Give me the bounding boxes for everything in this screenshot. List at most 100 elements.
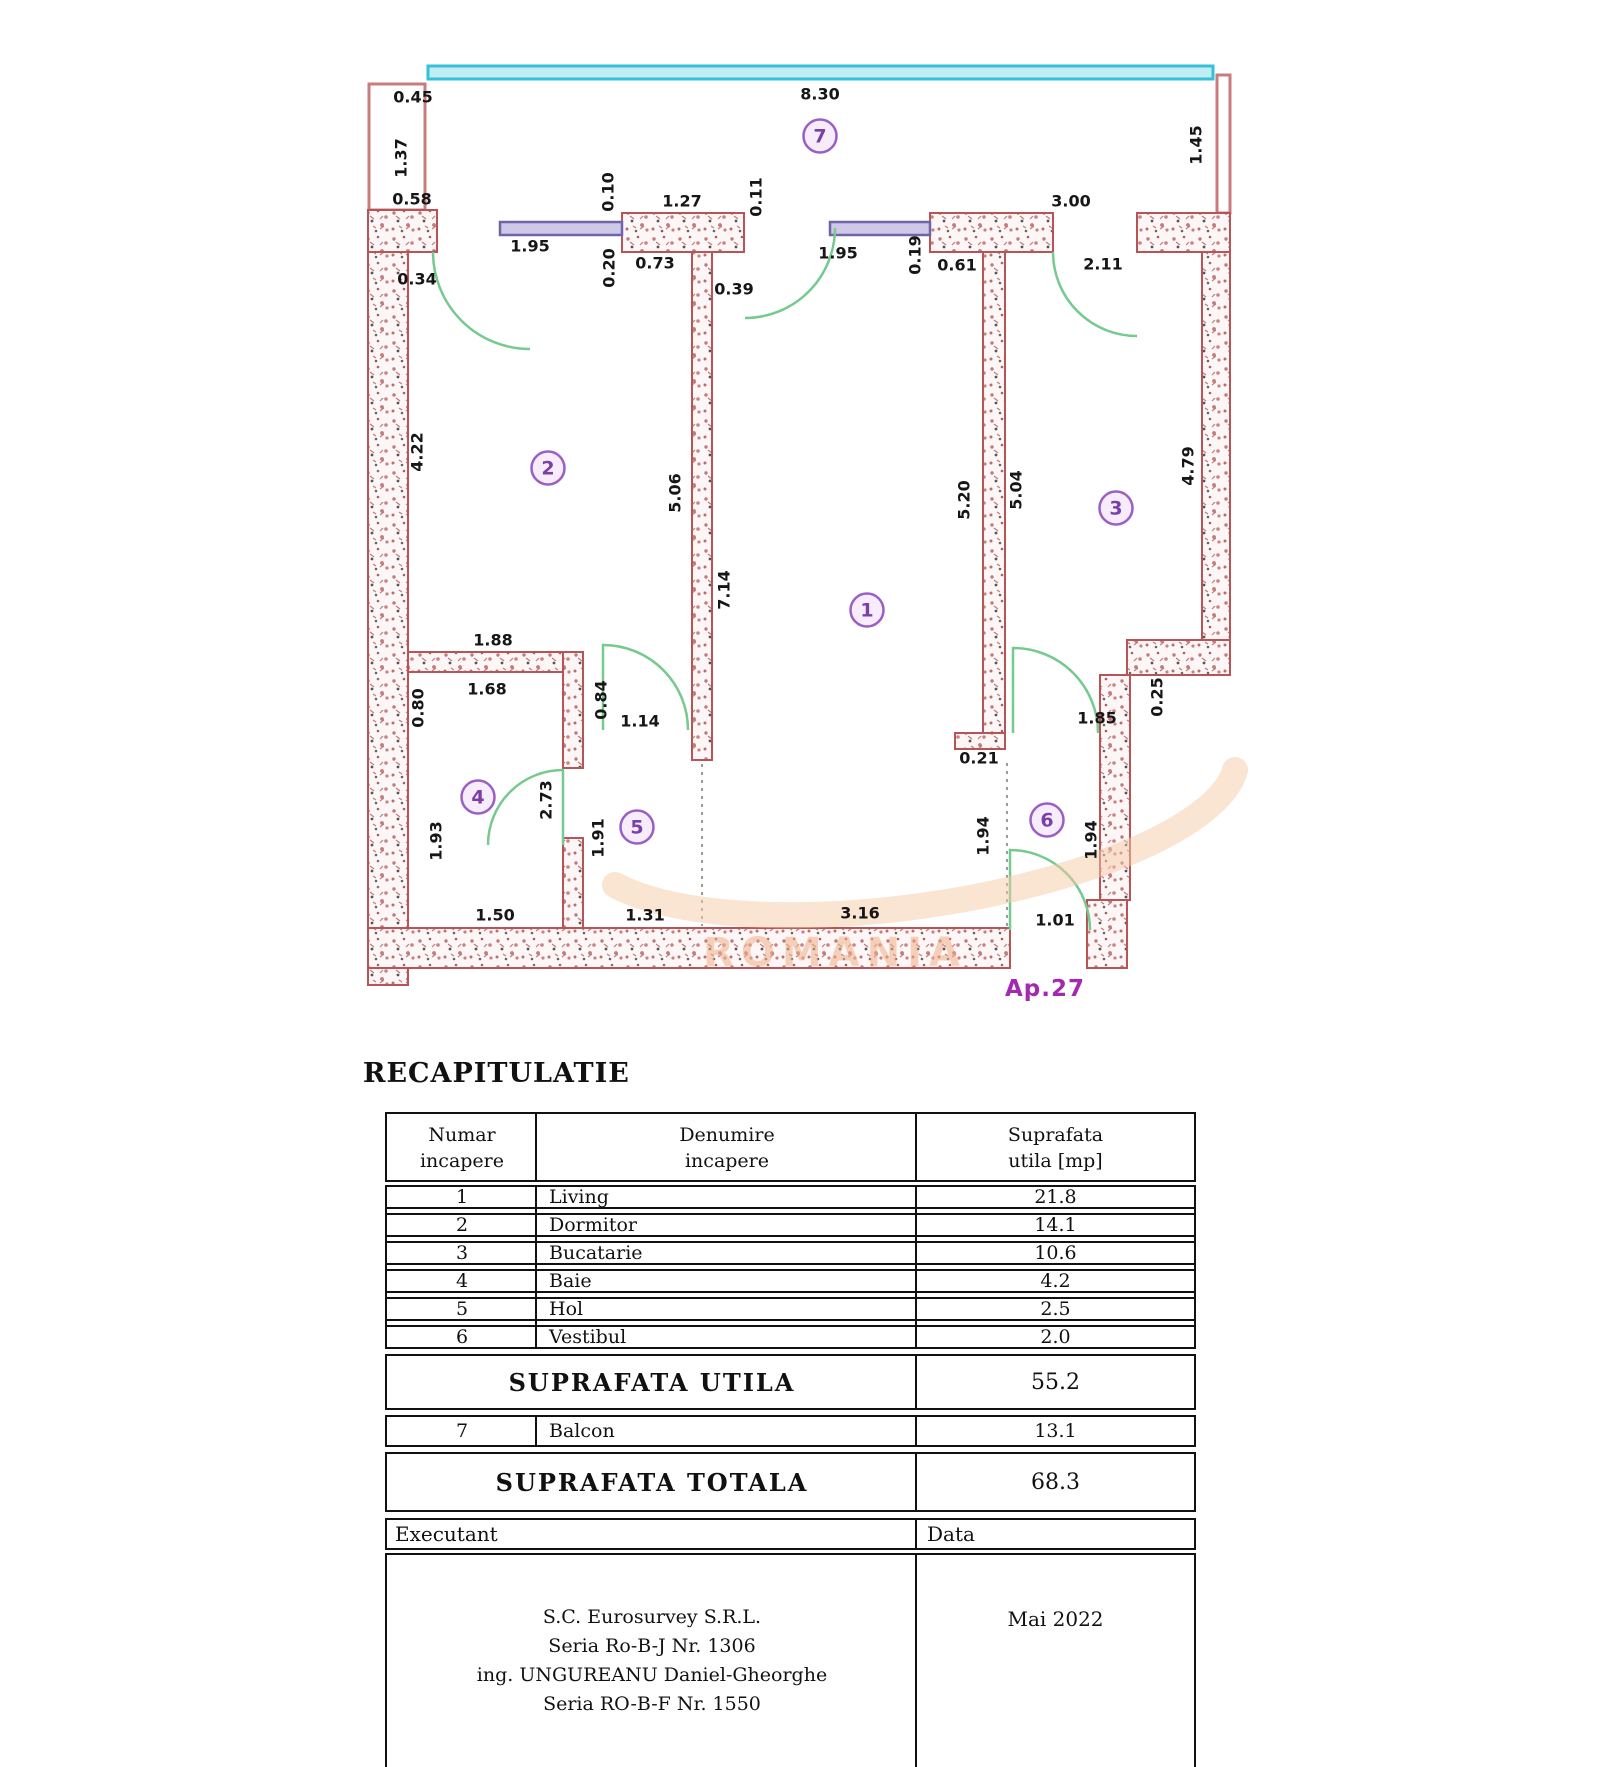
suprafata-utila-row: SUPRAFATA UTILA 55.2 [385,1354,1196,1410]
door-hol [601,643,690,731]
dimension-label: 0.61 [937,256,976,275]
row-name: Dormitor [549,1214,638,1236]
balcony-edge-line [426,64,1215,81]
row-area: 4.2 [1040,1270,1071,1292]
row-nr: 2 [455,1214,469,1236]
door-kitchen-balcony [1051,251,1138,338]
dimension-label: 0.73 [635,254,674,273]
room-number-2: 2 [530,450,566,486]
room-number-3: 3 [1098,490,1134,526]
apartment-number-label: Ap.27 [1005,976,1086,1002]
row-nr: 5 [455,1298,469,1320]
dashed-boundaries [701,763,1008,926]
dimension-label: 1.31 [625,906,664,925]
row-name: Baie [549,1270,592,1292]
window-living [828,220,932,237]
row-nr: 6 [455,1326,469,1348]
dimension-label: 8.30 [800,85,839,104]
row-area: 13.1 [1034,1420,1077,1442]
data-value: Mai 2022 [1007,1607,1104,1631]
dimension-label: 3.16 [840,904,879,923]
dimension-label: 7.14 [715,570,734,609]
door-dormitor-balcony [431,251,531,351]
windows [498,220,932,237]
dimension-label: 5.04 [1007,470,1026,509]
dimension-label: 1.94 [1082,820,1101,859]
col-divider [535,1417,537,1445]
col-divider [535,1185,537,1349]
dimension-label: 0.25 [1148,677,1167,716]
dimension-label: 0.11 [747,177,766,216]
dimension-label: 0.34 [397,270,436,289]
table-row: 5 Hol 2.5 [387,1297,1194,1321]
col-divider [915,1417,917,1445]
table-row: 6 Vestibul 2.0 [387,1325,1194,1349]
watermark-swoosh [602,757,1248,929]
svg-text:3: 3 [1109,498,1122,520]
dimension-label: 0.45 [393,88,432,107]
table-row: 2 Dormitor 14.1 [387,1213,1194,1237]
col-divider [915,1555,917,1767]
row-area: 14.1 [1034,1214,1077,1236]
table-row: 4 Baie 4.2 [387,1269,1194,1293]
svg-text:5: 5 [630,817,643,839]
suprafata-utila-label: SUPRAFATA UTILA [508,1367,796,1397]
table-row: 1 Living 21.8 [387,1185,1194,1209]
row-area: 2.5 [1040,1298,1071,1320]
executant-line: Seria Ro-B-J Nr. 1306 [548,1635,756,1657]
room-number-6: 6 [1029,802,1065,838]
dimension-label: 0.80 [409,688,428,727]
row-name: Bucatarie [549,1242,643,1264]
row-name: Living [549,1186,609,1208]
col-divider [915,1520,917,1548]
dimension-label: 1.88 [473,631,512,650]
door-living-balcony [744,227,837,320]
dimension-label: 4.22 [408,432,427,471]
dimension-label: 2.11 [1083,255,1122,274]
walls [367,209,1231,986]
dimension-label: 0.39 [714,280,753,299]
dimension-label: 5.20 [955,480,974,519]
row-area: 2.0 [1040,1326,1071,1348]
dimension-label: 1.95 [818,244,857,263]
dimension-label: 1.27 [662,192,701,211]
row-name: Hol [549,1298,584,1320]
col-divider [915,1454,917,1510]
col-divider [915,1356,917,1408]
dimension-label: 1.68 [467,680,506,699]
row-nr: 7 [455,1420,469,1442]
executant-label: Executant [395,1522,498,1546]
col-divider [915,1114,917,1180]
suprafata-totala-row: SUPRAFATA TOTALA 68.3 [385,1452,1196,1512]
door-kitchen-inner [1011,646,1100,734]
table-row: 3 Bucatarie 10.6 [387,1241,1194,1265]
col-divider [535,1114,537,1180]
dimension-label: 2.73 [537,780,556,819]
dimension-label: 0.58 [392,190,431,209]
room-number-7: 7 [802,118,838,154]
recap-title: RECAPITULATIE [363,1058,630,1089]
dimension-label: 0.19 [906,235,925,274]
room-number-1: 1 [849,592,885,628]
executant-lines: S.C. Eurosurvey S.R.L. Seria Ro-B-J Nr. … [387,1555,917,1767]
dimension-label: 1.85 [1077,709,1116,728]
executant-line: ing. UNGUREANU Daniel-Gheorghe [476,1664,828,1686]
dimension-label: 0.84 [592,680,611,719]
dimension-label: 3.00 [1051,192,1090,211]
suprafata-totala-value: 68.3 [1031,1469,1080,1495]
row-nr: 1 [455,1186,469,1208]
dimension-label: 5.06 [666,473,685,512]
door-baie [486,768,565,846]
balcony-right-rail [1215,73,1232,215]
row-nr: 4 [455,1270,469,1292]
dimension-label: 0.20 [600,248,619,287]
dimension-label: 1.91 [589,818,608,857]
window-dormitor [498,220,624,237]
